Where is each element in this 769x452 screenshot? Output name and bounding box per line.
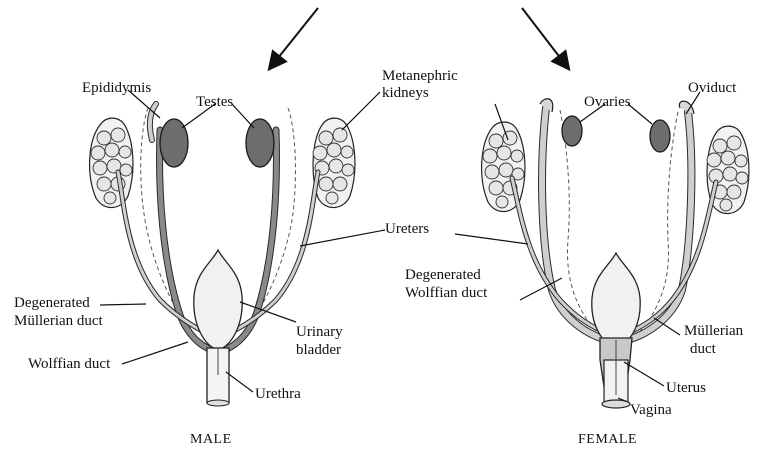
- label-degenerated-wolffian-line1: Degenerated: [405, 267, 481, 283]
- male-right-kidney: [313, 118, 355, 207]
- label-ureters: Ureters: [385, 221, 429, 237]
- female-diagram: [482, 99, 749, 408]
- male-diagram: [90, 104, 355, 406]
- label-mullerian-line1: Müllerian: [684, 323, 744, 339]
- label-uterus: Uterus: [666, 380, 706, 396]
- label-metanephric-line1: Metanephric: [382, 68, 458, 84]
- label-wolffian-duct: Wolffian duct: [28, 356, 111, 372]
- female-arrow: [522, 8, 568, 68]
- female-ovary-right: [650, 120, 670, 152]
- label-epididymis: Epididymis: [82, 80, 151, 96]
- label-vagina: Vagina: [630, 402, 672, 418]
- label-degenerated-mullerian-line2: Müllerian duct: [14, 313, 104, 329]
- label-oviduct: Oviduct: [688, 80, 737, 96]
- label-degenerated-wolffian-line2: Wolffian duct: [405, 285, 488, 301]
- male-arrow: [270, 8, 318, 68]
- label-ovaries: Ovaries: [584, 94, 631, 110]
- label-degenerated-mullerian-line1: Degenerated: [14, 295, 90, 311]
- caption-male: MALE: [190, 432, 232, 447]
- label-testes: Testes: [196, 94, 233, 110]
- caption-female: FEMALE: [578, 432, 637, 447]
- label-metanephric-line2: kidneys: [382, 85, 429, 101]
- label-urethra: Urethra: [255, 386, 301, 402]
- female-urinary-bladder: [592, 253, 640, 348]
- male-urinary-bladder: [194, 250, 242, 350]
- label-mullerian-line2: duct: [690, 341, 717, 357]
- label-urinary-bladder-line2: bladder: [296, 342, 341, 358]
- female-ovary-left: [562, 116, 582, 146]
- male-left-kidney: [90, 118, 133, 207]
- male-testis-right: [246, 119, 274, 167]
- label-urinary-bladder-line1: Urinary: [296, 324, 343, 340]
